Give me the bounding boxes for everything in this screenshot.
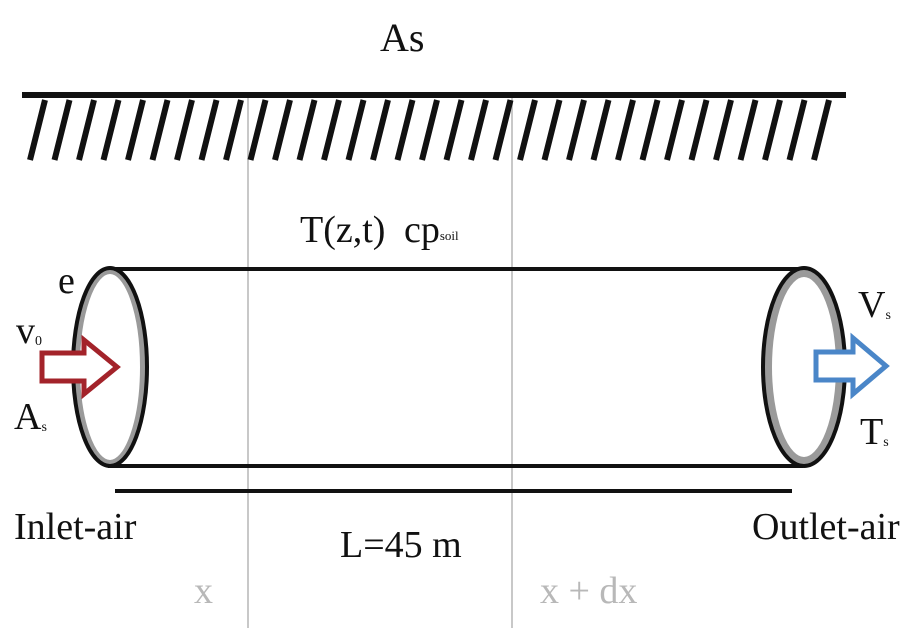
hatch-stroke: [100, 99, 122, 161]
temperature-label: T(z,t): [300, 209, 386, 251]
hatch-stroke: [688, 99, 710, 161]
hatch-stroke: [786, 99, 808, 161]
hatch-stroke: [664, 99, 685, 161]
hatch-stroke: [174, 99, 195, 161]
hatch-stroke: [492, 99, 514, 161]
hatch-stroke: [737, 99, 759, 161]
outlet-velocity-subscript: s: [885, 308, 891, 323]
hatch-stroke: [762, 99, 783, 161]
hatch-stroke: [394, 99, 416, 161]
hatch-stroke: [272, 99, 293, 161]
outlet-velocity-label: Vs: [858, 286, 891, 324]
hatch-stroke: [541, 99, 563, 161]
hatch-stroke: [51, 99, 73, 161]
hatch-stroke: [370, 99, 391, 161]
hatch-stroke: [517, 99, 538, 161]
hatch-stroke: [419, 99, 440, 161]
inlet-area-label: As: [14, 398, 47, 436]
outlet-air-label: Outlet-air: [752, 506, 900, 548]
hatch-stroke: [149, 99, 171, 161]
inlet-arrow-icon: [39, 334, 121, 400]
x-dx-position-label: x + dx: [540, 570, 638, 612]
hatch-stroke: [321, 99, 342, 161]
heat-capacity-subscript: soil: [439, 228, 459, 243]
hatch-stroke: [198, 99, 220, 161]
inlet-area-base: A: [14, 396, 42, 438]
hatch-stroke: [639, 99, 661, 161]
outlet-temperature-label: Ts: [860, 413, 889, 451]
hatch-stroke: [223, 99, 244, 161]
hatch-stroke: [615, 99, 636, 161]
hatch-stroke: [443, 99, 465, 161]
ground-hatching: [27, 99, 832, 161]
outlet-temperature-subscript: s: [883, 435, 889, 450]
inlet-area-subscript: s: [41, 420, 47, 435]
heat-capacity-base: cp: [404, 209, 440, 251]
wall-label: e: [58, 260, 75, 302]
hatch-stroke: [713, 99, 734, 161]
length-label: L=45 m: [340, 524, 462, 566]
inlet-air-label: Inlet-air: [14, 506, 137, 548]
hatch-stroke: [590, 99, 612, 161]
heat-capacity-label: cpsoil: [404, 211, 459, 249]
hatch-stroke: [27, 99, 48, 161]
hatch-stroke: [247, 99, 269, 161]
inlet-velocity-subscript: 0: [35, 334, 42, 349]
outlet-velocity-base: V: [858, 284, 886, 326]
x-position-label: x: [194, 570, 213, 612]
outlet-temperature-base: T: [860, 411, 884, 453]
hatch-stroke: [296, 99, 318, 161]
hatch-stroke: [566, 99, 587, 161]
hatch-stroke: [811, 99, 832, 161]
top-surface-label: As: [380, 15, 425, 60]
hatch-stroke: [125, 99, 146, 161]
inlet-velocity-label: v0: [16, 312, 42, 350]
hatch-stroke: [345, 99, 367, 161]
inlet-velocity-base: v: [16, 310, 35, 352]
outlet-arrow-icon: [813, 332, 890, 400]
hatch-stroke: [468, 99, 489, 161]
hatch-stroke: [76, 99, 97, 161]
